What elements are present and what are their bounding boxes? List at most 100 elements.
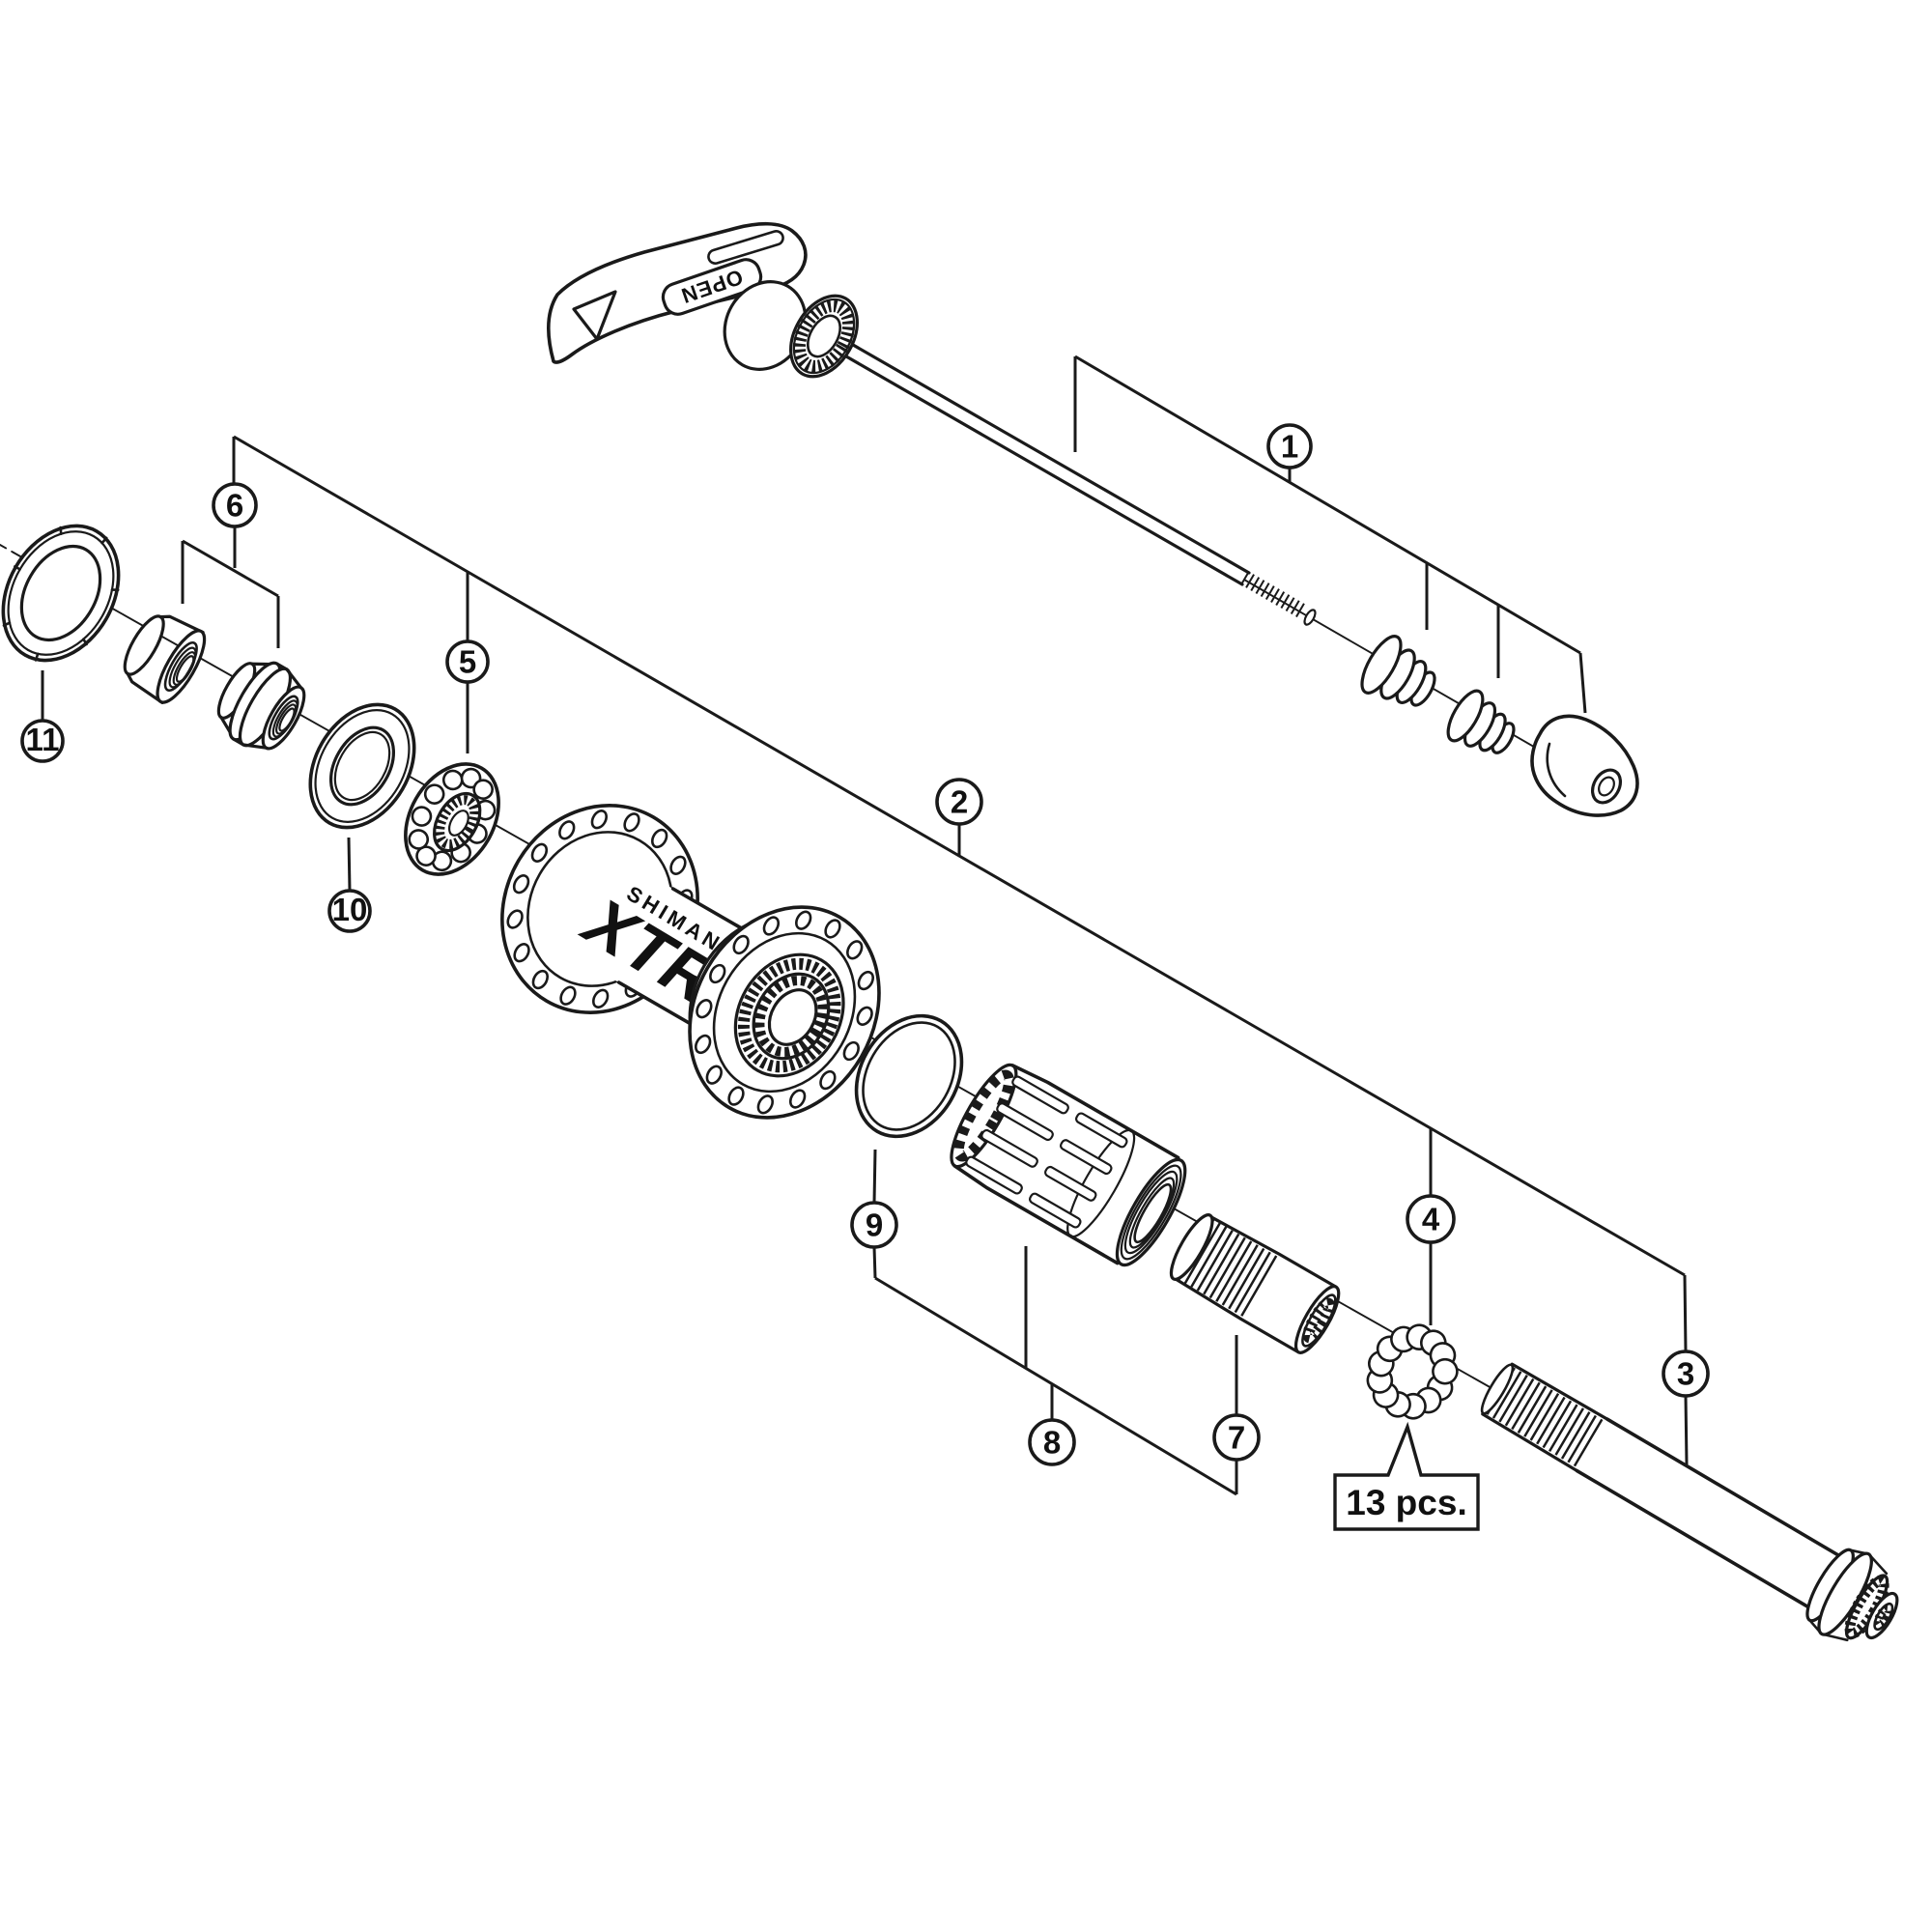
freehub-slot [1029, 1192, 1082, 1229]
leader-line [347, 837, 352, 892]
axle-part [1480, 1362, 1899, 1642]
axis-dashed-stub [0, 544, 14, 554]
callout-1: 1 [1073, 355, 1587, 714]
cone-nut-part [216, 661, 306, 751]
spoke-hole [857, 970, 875, 991]
callout-number: 1 [1281, 429, 1298, 465]
ring-notch [2, 621, 12, 627]
ring-notch [110, 588, 120, 591]
lever-cutout [572, 290, 617, 341]
bearing-ball [411, 806, 433, 827]
spoke-hole [651, 828, 668, 849]
spoke-hole [846, 940, 864, 960]
freehub-slot [1011, 1075, 1069, 1115]
callout-badge [1028, 1418, 1076, 1466]
leader-line [1074, 355, 1581, 655]
callout-badge [20, 719, 65, 763]
leader-line [874, 1276, 1237, 1496]
callout-number: 3 [1677, 1356, 1694, 1392]
spoke-hole [530, 842, 549, 863]
spoke-hole [512, 874, 530, 895]
freehub-slot [980, 1128, 1038, 1168]
spoke-hole [531, 969, 549, 990]
bearing-ball [1432, 1357, 1459, 1385]
ring-notch [14, 565, 21, 571]
callout-badge [327, 889, 372, 933]
spoke-hole [824, 919, 841, 939]
lever-top-slot [707, 230, 784, 265]
bearing-ball [423, 783, 445, 805]
spoke-hole [696, 999, 713, 1019]
quick-release-assembly: OPEN [546, 221, 1639, 817]
callout-9: 9 [850, 1149, 898, 1279]
leader-line [1684, 1395, 1689, 1465]
bearing-ball [415, 845, 437, 867]
locknut-part [123, 614, 207, 704]
callout-number: 7 [1228, 1420, 1245, 1456]
callout-2: 2 [233, 435, 1686, 1277]
callout-number: 10 [332, 892, 368, 927]
callout-number: 9 [866, 1208, 883, 1243]
callouts: 1 2 3 4 5 6 789 10 11 [20, 355, 1710, 1496]
freehub-slot [996, 1102, 1054, 1142]
callout-8: 8 [874, 1246, 1237, 1496]
spoke-hole [694, 1034, 712, 1055]
bearing-ball [441, 769, 464, 791]
leader-line [1683, 1274, 1688, 1352]
callout-number: 2 [951, 784, 968, 820]
ring-notch [100, 536, 108, 545]
freehub-slot [1075, 1112, 1128, 1149]
ring-notch [82, 638, 88, 646]
qr-spring-2 [1446, 689, 1516, 754]
seal-ring-part [308, 702, 416, 830]
spoke-hole [705, 1065, 723, 1085]
spoke-hole [727, 1086, 745, 1106]
spoke-hole [590, 810, 609, 830]
spoke-hole [819, 1069, 837, 1091]
spoke-hole [732, 934, 750, 955]
freehub-slot [1060, 1139, 1113, 1176]
spoke-hole [856, 1006, 873, 1026]
spoke-hole [623, 812, 640, 833]
skewer-tip [1303, 609, 1317, 626]
skewer-rod-fill [821, 330, 1249, 584]
freehub-body-part [950, 1063, 1187, 1267]
quantity-bubble [1333, 1421, 1480, 1531]
callout-number: 6 [226, 488, 243, 524]
spoke-hole [756, 1094, 774, 1115]
spoke-hole [842, 1040, 860, 1062]
sleeve-part [1169, 1213, 1341, 1354]
spoke-hole [558, 820, 576, 840]
callout-5: 5 [445, 572, 490, 753]
callout-number: 5 [459, 644, 476, 680]
skewer-threads [1239, 571, 1309, 619]
bearing-balls-part [1366, 1323, 1459, 1420]
lock-ring-part [1, 524, 121, 663]
quantity-label: 13 pcs. [1333, 1421, 1480, 1531]
callout-badge [1266, 423, 1313, 469]
bearing-ball [408, 829, 430, 850]
callout-11: 11 [20, 670, 65, 763]
callout-10: 10 [327, 837, 372, 933]
qr-spring-1 [1360, 635, 1436, 707]
skewer-rod [819, 328, 1251, 586]
spoke-hole [506, 909, 524, 929]
bearing-retainer-part [404, 762, 500, 876]
callout-badge [850, 1201, 898, 1249]
spoke-hole [591, 988, 610, 1009]
callout-6: 6 [181, 437, 280, 648]
callout-badge [1662, 1350, 1710, 1398]
qr-end-nut [1530, 714, 1639, 817]
leader-line [872, 1246, 877, 1279]
callout-badge [1406, 1194, 1456, 1244]
freehub-slot [965, 1155, 1023, 1195]
ring-notch [59, 526, 63, 535]
callout-4: 4 [1406, 1128, 1456, 1325]
leader-line [1578, 652, 1587, 714]
quantity-text: 13 pcs. [1346, 1483, 1466, 1522]
right-flange [688, 905, 881, 1120]
o-ring-part [854, 1013, 964, 1139]
ring-notch [34, 652, 40, 662]
freehub-slot [1044, 1165, 1097, 1202]
